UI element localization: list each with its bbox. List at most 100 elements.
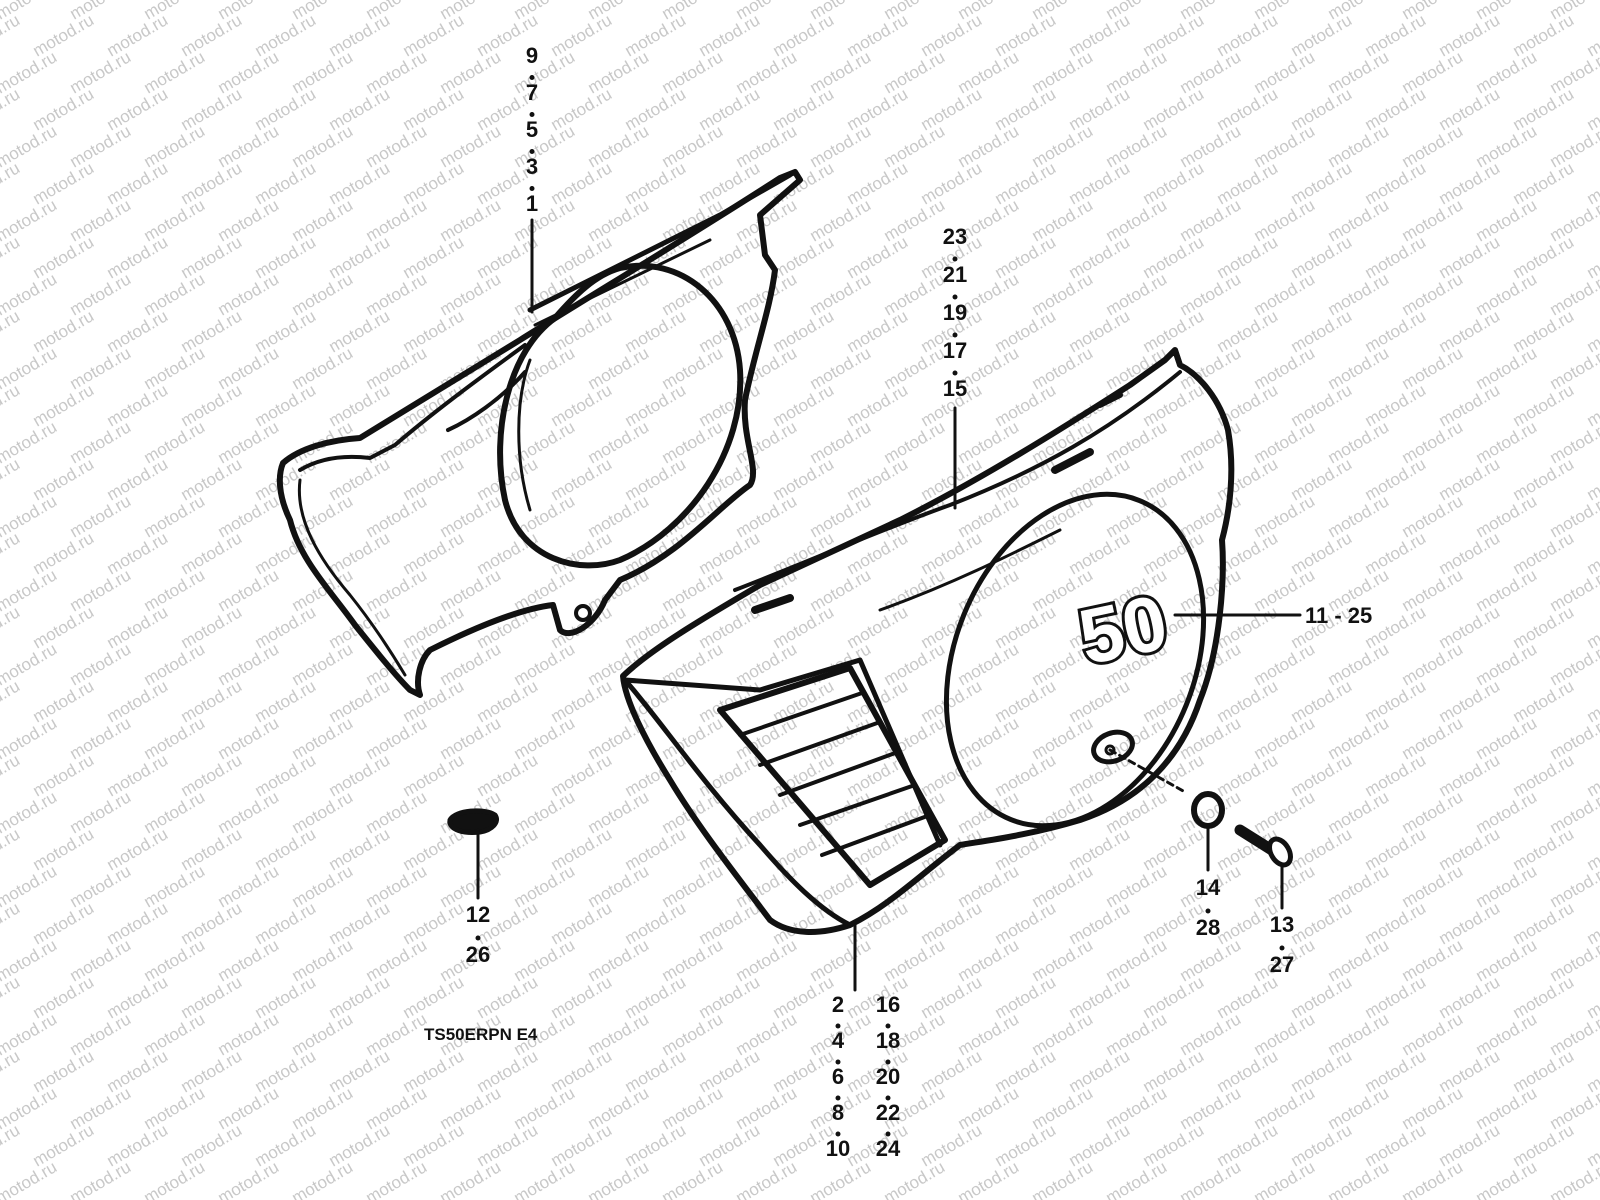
diagram-code: TS50ERPN E4 xyxy=(424,1025,538,1044)
watermark-text: motod.ru xyxy=(67,1157,135,1200)
watermark-text: motod.ru xyxy=(696,1194,764,1200)
watermark-text: motod.ru xyxy=(1547,713,1600,763)
callout-label: 2 xyxy=(832,992,844,1017)
watermark-text: motod.ru xyxy=(770,1194,838,1200)
separator-dot xyxy=(952,256,958,262)
callout-label: 16 xyxy=(876,992,900,1017)
callout-label: 14 xyxy=(1196,875,1221,900)
separator-dot xyxy=(952,332,958,338)
separator-dot xyxy=(835,1095,841,1101)
callout-label: 28 xyxy=(1196,915,1220,940)
separator-dot xyxy=(835,1023,841,1029)
watermark-text: motod.ru xyxy=(1547,861,1600,911)
callout-label: 10 xyxy=(826,1136,850,1161)
separator-dot xyxy=(1205,908,1211,914)
watermark-text: motod.ru xyxy=(1399,1157,1467,1200)
watermark-text: motod.ru xyxy=(400,1194,468,1200)
watermark-text: motod.ru xyxy=(1547,269,1600,319)
watermark-text: motod.ru xyxy=(0,972,23,1022)
watermark-text: motod.ru xyxy=(0,898,23,948)
watermark-text: motod.ru xyxy=(1547,787,1600,837)
callout-label: 3 xyxy=(526,154,538,179)
watermark-text: motod.ru xyxy=(104,1194,172,1200)
watermark-text: motod.ru xyxy=(0,380,23,430)
watermark-text: motod.ru xyxy=(178,1194,246,1200)
callout-label: 21 xyxy=(943,262,967,287)
watermark-text: motod.ru xyxy=(0,750,23,800)
watermark-text: motod.ru xyxy=(289,1157,357,1200)
watermark-text: motod.ru xyxy=(1584,1194,1600,1200)
callout-label: 22 xyxy=(876,1100,900,1125)
watermark-text: motod.ru xyxy=(1066,1194,1134,1200)
watermark-text: motod.ru xyxy=(844,1194,912,1200)
watermark-text: motod.ru xyxy=(1288,1194,1356,1200)
watermark-text: motod.ru xyxy=(1547,935,1600,985)
watermark-text: motod.ru xyxy=(363,1157,431,1200)
callout-label: 6 xyxy=(832,1064,844,1089)
watermark-text: motod.ru xyxy=(0,158,23,208)
watermark-text: motod.ru xyxy=(1325,1157,1393,1200)
callout-label: 18 xyxy=(876,1028,900,1053)
watermark-text: motod.ru xyxy=(1547,417,1600,467)
watermark-text: motod.ru xyxy=(1547,565,1600,615)
watermark-text: motod.ru xyxy=(1177,1157,1245,1200)
watermark-text: motod.ru xyxy=(0,1157,60,1200)
watermark-text: motod.ru xyxy=(474,1194,542,1200)
watermark-text: motod.ru xyxy=(0,676,23,726)
callout-label: 20 xyxy=(876,1064,900,1089)
watermark-text: motod.ru xyxy=(1547,1083,1600,1133)
watermark-text: motod.ru xyxy=(0,824,23,874)
separator-dot xyxy=(1279,945,1285,951)
grommet xyxy=(447,808,499,835)
watermark-text: motod.ru xyxy=(0,1046,23,1096)
separator-dot xyxy=(885,1059,891,1065)
watermark-text: motod.ru xyxy=(252,1194,320,1200)
watermark-text: motod.ru xyxy=(1547,343,1600,393)
callout-label: 13 xyxy=(1270,912,1294,937)
separator-dot xyxy=(475,935,481,941)
watermark-text: motod.ru xyxy=(1140,1194,1208,1200)
watermark-text: motod.ru xyxy=(1547,1009,1600,1059)
watermark-text: motod.ru xyxy=(1547,1157,1600,1200)
separator-dot xyxy=(952,294,958,300)
callout-screw: 13 27 xyxy=(1270,912,1294,977)
separator-dot xyxy=(952,370,958,376)
watermark-text: motod.ru xyxy=(881,1157,949,1200)
callout-label: 1 xyxy=(526,191,538,216)
callout-label: 12 xyxy=(466,902,490,927)
separator-dot xyxy=(529,112,535,117)
watermark-text: motod.ru xyxy=(1510,1194,1578,1200)
watermark-text: motod.ru xyxy=(1547,195,1600,245)
watermark-text: motod.ru xyxy=(0,602,23,652)
separator-dot xyxy=(529,186,535,191)
watermark-text: motod.ru xyxy=(1362,1194,1430,1200)
watermark-text: motod.ru xyxy=(1029,1157,1097,1200)
watermark-text: motod.ru xyxy=(1547,639,1600,689)
callout-label: 4 xyxy=(832,1028,845,1053)
separator-dot xyxy=(529,75,535,80)
callout-label: 15 xyxy=(943,376,967,401)
watermark-text: motod.ru xyxy=(585,1157,653,1200)
callout-label: 26 xyxy=(466,942,490,967)
separator-dot xyxy=(835,1131,841,1137)
watermark-text: motod.ru xyxy=(918,1194,986,1200)
separator-dot xyxy=(529,149,535,154)
watermark-text: motod.ru xyxy=(30,1194,98,1200)
watermark-text: motod.ru xyxy=(141,1157,209,1200)
separator-dot xyxy=(885,1131,891,1137)
callout-label: 24 xyxy=(876,1136,901,1161)
watermark-text: motod.ru xyxy=(992,1194,1060,1200)
watermark-text: motod.ru xyxy=(548,1194,616,1200)
watermark-text: motod.ru xyxy=(0,232,23,282)
watermark-text: motod.ru xyxy=(0,10,23,60)
watermark-text: motod.ru xyxy=(0,84,23,134)
watermark-text: motod.ru xyxy=(1547,491,1600,541)
watermark-text: motod.ru xyxy=(1103,1157,1171,1200)
watermark-text: motod.ru xyxy=(955,1157,1023,1200)
callout-label: 27 xyxy=(1270,952,1294,977)
separator-dot xyxy=(885,1095,891,1101)
callout-emblem: 11 - 25 xyxy=(1305,603,1372,628)
separator-dot xyxy=(885,1023,891,1029)
watermark-text: motod.ru xyxy=(807,1157,875,1200)
